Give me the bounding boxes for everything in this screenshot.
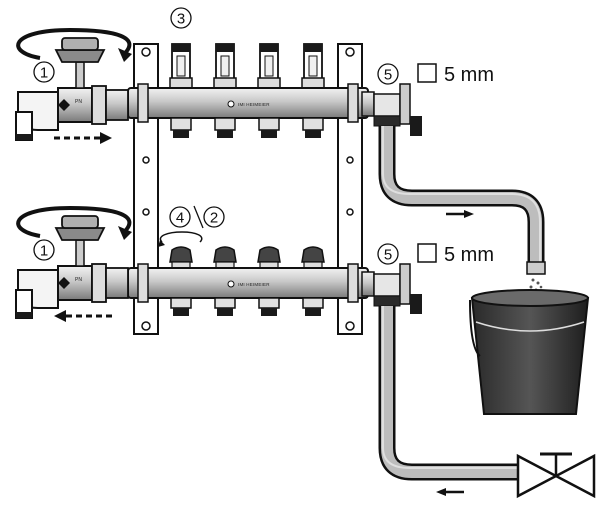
callout-5-top: 5 xyxy=(377,63,399,85)
valve-caps xyxy=(169,246,325,269)
svg-text:5: 5 xyxy=(384,67,392,84)
hex-key-label-bottom: 5 mm xyxy=(417,243,494,266)
svg-text:1: 1 xyxy=(40,65,48,82)
top-manifold: IMI HEIMEIER xyxy=(127,43,369,138)
hex-size-top: 5 mm xyxy=(444,64,494,86)
hex-size-bottom: 5 mm xyxy=(444,244,494,266)
right-fitting-top xyxy=(361,83,422,136)
hose-inlet xyxy=(378,306,520,481)
bottom-manifold: IMI HEIMEIER xyxy=(127,246,369,316)
svg-text:2: 2 xyxy=(210,210,218,227)
outlet-connectors-top xyxy=(170,117,324,138)
callout-3: 3 xyxy=(170,7,192,29)
rotation-arrow-icon xyxy=(16,27,203,247)
square-key-icon xyxy=(417,243,437,263)
callout-4: 4 xyxy=(169,206,191,228)
ball-valve-top: PN xyxy=(15,37,129,141)
right-fitting-bottom xyxy=(361,263,422,314)
square-key-icon xyxy=(417,63,437,83)
callout-5-bottom: 5 xyxy=(377,243,399,265)
valve-mark-bottom: PN xyxy=(75,277,82,283)
flow-arrow-icon xyxy=(436,210,474,496)
svg-text:4: 4 xyxy=(176,210,184,227)
callout-2: 2 xyxy=(203,206,225,228)
manifold-brand-top: IMI HEIMEIER xyxy=(238,102,270,107)
bucket-icon xyxy=(469,289,590,415)
shutoff-valve-icon xyxy=(516,452,596,499)
valve-mark-top: PN xyxy=(75,99,82,105)
hose-outlet xyxy=(378,126,546,275)
flow-arrow-icon xyxy=(54,132,112,322)
flow-meter-icon xyxy=(169,43,325,89)
svg-text:1: 1 xyxy=(40,243,48,260)
svg-text:5: 5 xyxy=(384,247,392,264)
callout-1-bottom: 1 xyxy=(33,239,55,261)
ball-valve-bottom: PN xyxy=(15,215,129,319)
outlet-connectors-bottom xyxy=(170,297,324,316)
manifold-brand-bottom: IMI HEIMEIER xyxy=(238,282,270,287)
svg-text:3: 3 xyxy=(177,11,185,28)
hex-key-label-top: 5 mm xyxy=(417,63,494,86)
callout-1-top: 1 xyxy=(33,61,55,83)
callout-separator xyxy=(193,205,204,229)
